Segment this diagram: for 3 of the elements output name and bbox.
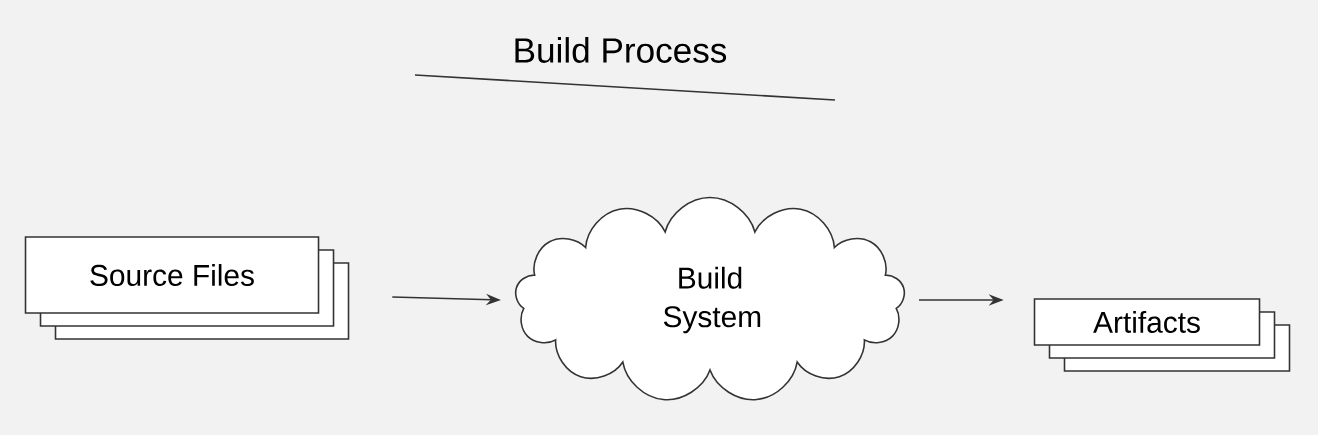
document-stack: Source Files: [24, 236, 350, 340]
title: Build Process: [515, 37, 727, 63]
document-stack: Artifacts: [1033, 298, 1291, 372]
